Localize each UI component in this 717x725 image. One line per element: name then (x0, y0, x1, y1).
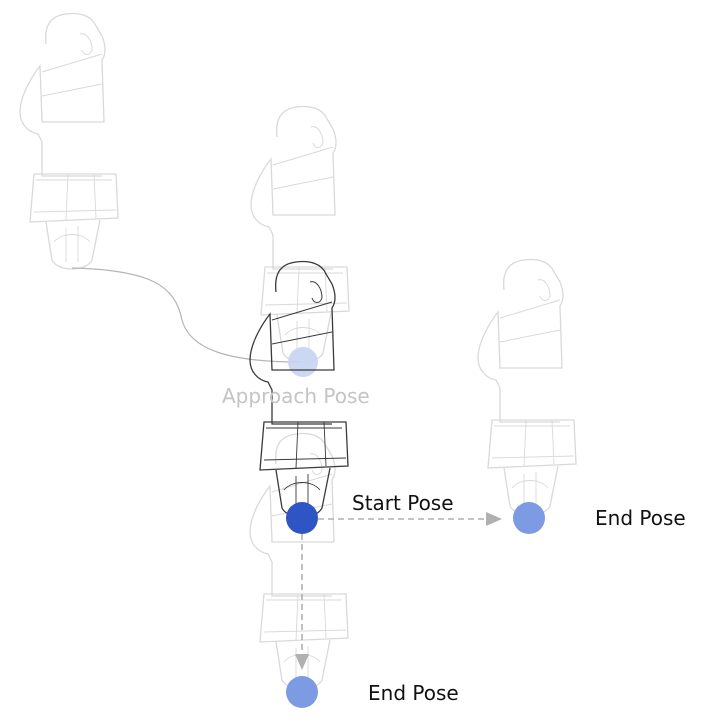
start-pose-label: Start Pose (352, 491, 454, 515)
arrowhead-right (486, 512, 502, 526)
arrowhead-down (295, 654, 309, 670)
start-pose-marker (286, 502, 318, 534)
approach-path-line (71, 267, 301, 363)
faint-arm-top-left (19, 12, 119, 270)
faint-arm-end-bottom (249, 432, 349, 690)
faint-arm-end-right (477, 258, 577, 516)
end-pose-marker-bottom (286, 676, 318, 708)
approach-pose-marker (288, 347, 318, 377)
faint-arm-approach (250, 105, 350, 363)
end-pose-label-right: End Pose (595, 506, 686, 530)
end-pose-label-bottom: End Pose (368, 681, 459, 705)
approach-pose-label: Approach Pose (222, 384, 370, 408)
end-pose-marker-right (513, 502, 545, 534)
